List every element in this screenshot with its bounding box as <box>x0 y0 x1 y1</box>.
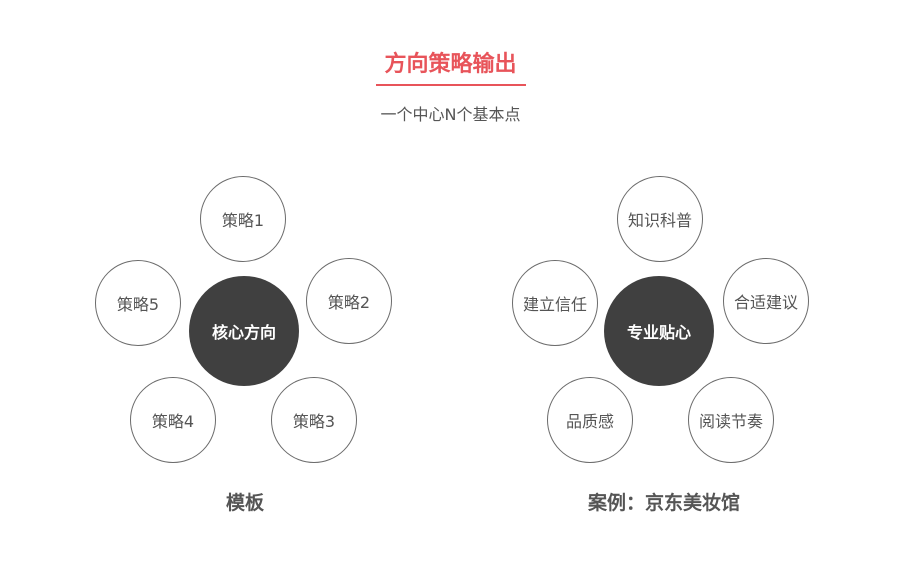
case-center-node: 专业贴心 <box>604 276 714 386</box>
case-node-bottom-right: 阅读节奏 <box>688 377 774 463</box>
page-subtitle: 一个中心N个基本点 <box>380 105 521 124</box>
template-node-top: 策略1 <box>200 176 286 262</box>
template-caption: 模板 <box>225 492 264 514</box>
case-node-left: 建立信任 <box>512 260 598 346</box>
case-node-bottom-left: 品质感 <box>547 377 633 463</box>
template-node-bottom-right: 策略3 <box>271 377 357 463</box>
page-title: 方向策略输出 <box>384 52 517 77</box>
template-center-node: 核心方向 <box>189 276 299 386</box>
case-node-right: 合适建议 <box>723 258 809 344</box>
template-node-left: 策略5 <box>95 260 181 346</box>
case-caption: 案例：京东美妆馆 <box>587 492 740 514</box>
template-node-bottom-left: 策略4 <box>130 377 216 463</box>
title-underline <box>376 84 526 86</box>
case-node-top: 知识科普 <box>617 176 703 262</box>
template-node-right: 策略2 <box>306 258 392 344</box>
